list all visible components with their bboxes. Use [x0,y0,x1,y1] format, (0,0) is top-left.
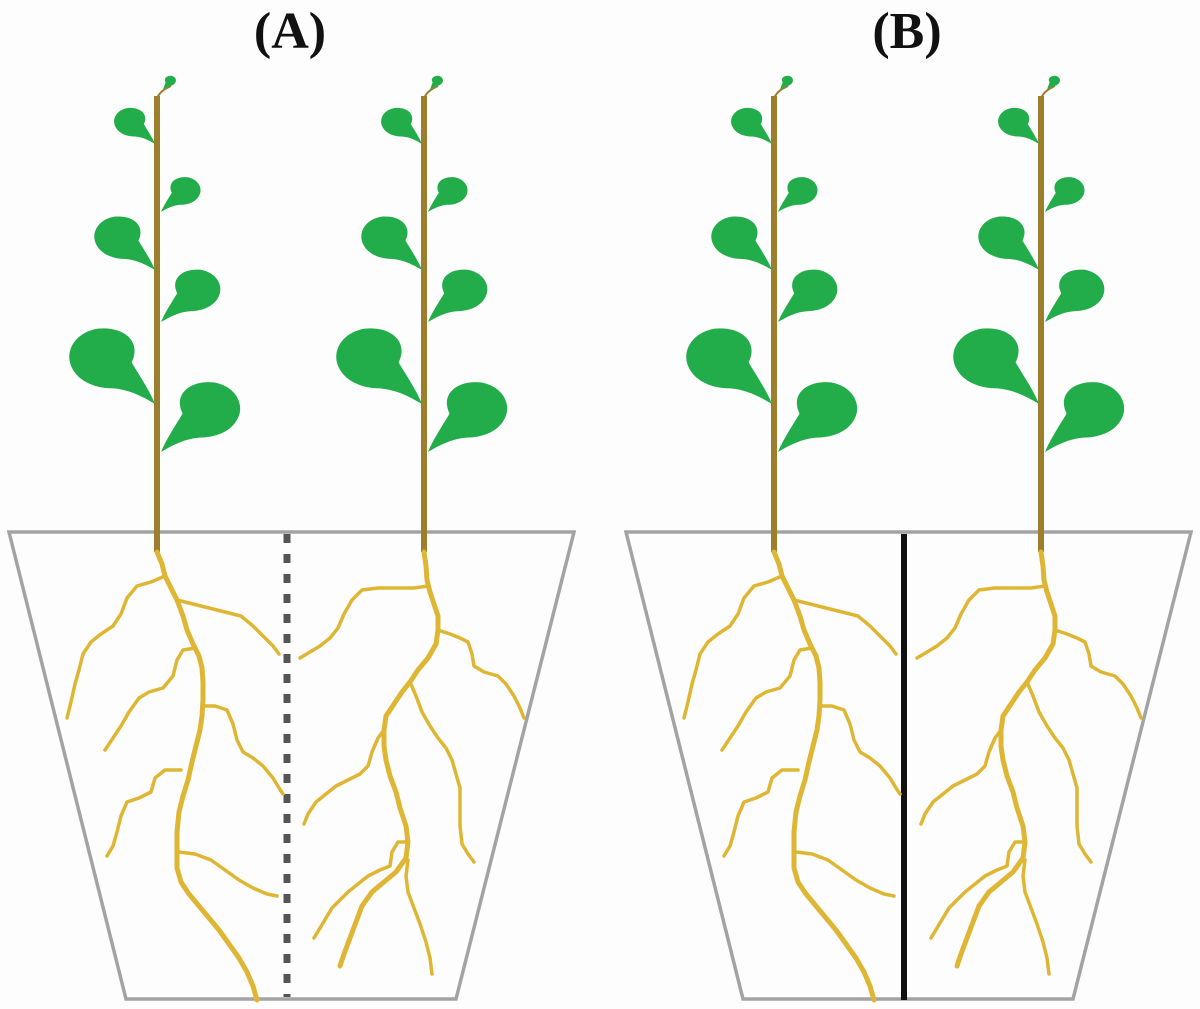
plant-b-left [684,75,900,1000]
plant-a-left [67,75,283,1000]
panel-a-label: (A) [254,3,326,60]
pot-a [6,530,577,1001]
plant-a-right [300,75,524,974]
pot-b [623,530,1194,1001]
panel-b-label: (B) [872,3,941,60]
panel-a: (A) [6,3,577,1001]
plant-b-right [917,75,1141,974]
panel-b: (B) [623,3,1194,1001]
